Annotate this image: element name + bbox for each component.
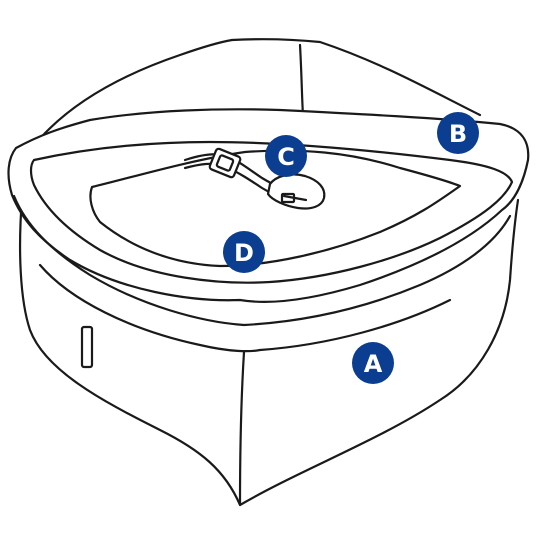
marker-d: D <box>223 231 265 273</box>
marker-b-circle <box>437 112 479 154</box>
side-strap-slot <box>80 325 94 369</box>
marker-b: B <box>437 112 479 154</box>
marker-c-circle <box>265 135 307 177</box>
strap-adjuster-buckle <box>208 147 242 179</box>
marker-d-label: D <box>234 239 254 267</box>
marker-c: C <box>265 135 307 177</box>
back-wall-left <box>30 38 234 150</box>
strap-adjuster-slot <box>215 154 235 172</box>
seat-cushion <box>89 149 462 268</box>
tether-clip-ring <box>280 192 296 204</box>
marker-d-circle <box>223 231 265 273</box>
rim-lower-edge <box>12 194 512 327</box>
marker-b-label: B <box>449 120 467 148</box>
marker-a-label: A <box>364 350 383 378</box>
marker-a-circle <box>352 342 394 384</box>
marker-c-label: C <box>277 143 295 171</box>
box-front-corner-edge <box>238 350 246 507</box>
back-wall-top <box>230 38 482 117</box>
marker-a: A <box>352 342 394 384</box>
rim-front-fold <box>38 263 452 353</box>
